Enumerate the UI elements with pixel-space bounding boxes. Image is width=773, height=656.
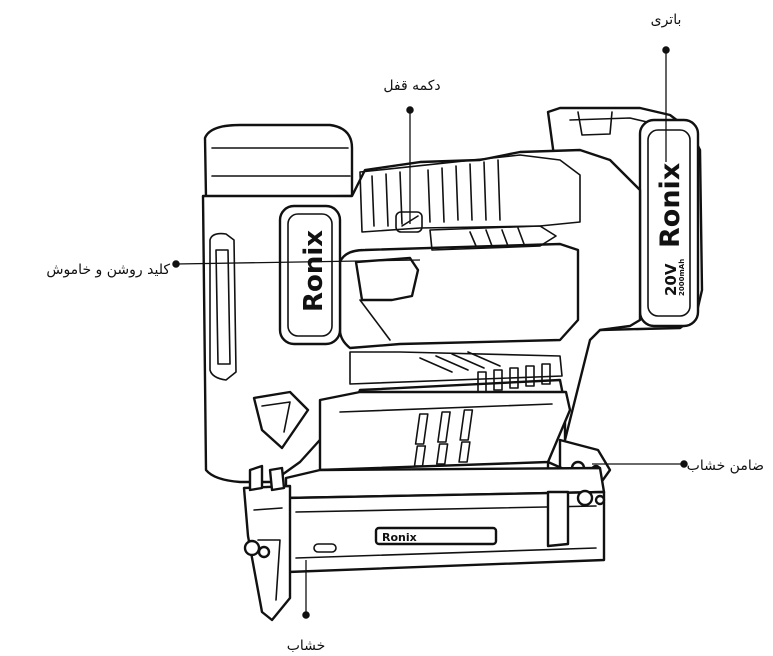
callout-lock-button: دکمه قفل [383,78,441,224]
nose-tip [242,464,292,622]
label-nail-guard: ضامن خشاب [687,458,764,474]
battery-brand-text: Ronix [655,163,686,248]
label-power-switch: کلید روشن و خاموش [46,262,170,278]
callout-battery: باتری [651,12,682,162]
label-lock-button: دکمه قفل [383,78,440,94]
tool-body: Ronix [201,123,642,484]
label-battery: باتری [651,12,682,28]
battery-voltage-text: 20V [662,263,680,296]
callout-power-switch: کلید روشن و خاموش [46,259,421,278]
magazine: Ronix [284,466,606,574]
callout-nail-guard: ضامن خشاب [592,458,764,474]
body-brand-text: Ronix [299,230,329,312]
battery-capacity-text: 2000mAh [678,259,686,296]
callout-magazine: خشاب [287,560,326,654]
magazine-brand-text: Ronix [382,531,417,544]
label-magazine: خشاب [287,638,326,654]
